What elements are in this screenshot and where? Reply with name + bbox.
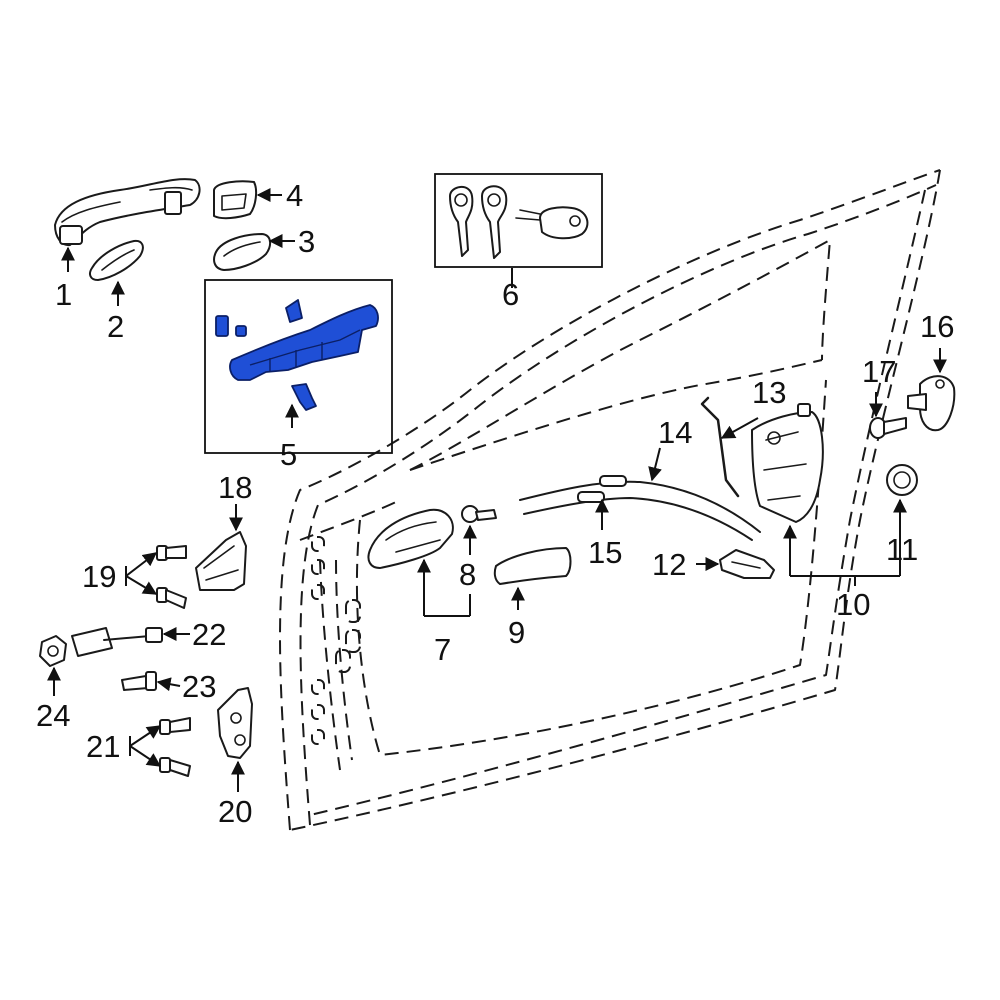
callout-10: 10 [836,587,870,622]
leader-lines [47,188,947,792]
callout-18: 18 [218,470,252,505]
callout-8: 8 [459,557,476,592]
door-outline [279,169,941,831]
callout-4: 4 [286,178,303,213]
callout-11: 11 [886,532,918,567]
callout-13: 13 [752,375,786,410]
callout-21: 21 [86,729,120,764]
part-12-bracket[interactable] [719,549,775,579]
callout-15: 15 [588,535,622,570]
callout-1: 1 [55,277,72,312]
part-21-bolts[interactable] [159,717,191,777]
part-23-bolt[interactable] [121,671,157,691]
callout-2: 2 [107,309,124,344]
callout-6: 6 [502,277,519,312]
part-13-rod[interactable] [700,396,740,498]
part-5-handle-frame-assembly[interactable] [215,299,379,411]
callout-20: 20 [218,794,252,829]
part-10-lock-assembly[interactable] [751,403,824,523]
part-6-key-cylinder-set[interactable] [449,185,589,259]
callout-22: 22 [192,617,226,652]
callout-12: 12 [652,547,686,582]
part-19-bolts[interactable] [156,545,187,609]
part-20-lower-hinge[interactable] [217,687,253,759]
part-4-key-cylinder-cap[interactable] [213,180,258,220]
callout-14: 14 [658,415,692,450]
part-3-handle-cover[interactable] [213,233,272,271]
part-2-handle-pad[interactable] [89,239,144,281]
part-15-cable[interactable] [523,491,753,541]
part-18-upper-hinge[interactable] [195,531,247,591]
part-14-cable[interactable] [519,475,761,533]
part-7-inside-handle[interactable] [367,508,454,569]
part-9-pad[interactable] [493,547,572,585]
part-16-striker[interactable] [907,375,956,432]
callout-3: 3 [298,224,315,259]
callout-7: 7 [434,632,451,667]
part-11-grommet[interactable] [886,464,918,496]
part-24-nut[interactable] [39,635,67,667]
part-22-door-check[interactable] [71,627,163,657]
callout-5: 5 [280,437,297,472]
callout-19: 19 [82,559,116,594]
part-17-screw[interactable] [869,417,907,439]
part-8-handle-pin[interactable] [461,505,497,523]
part-1-outside-handle[interactable] [54,178,201,247]
callout-17: 17 [862,354,896,389]
callout-9: 9 [508,615,525,650]
callout-labels: 1 2 3 4 5 6 7 8 9 10 11 12 13 14 15 16 1… [36,178,954,829]
part-5-frame [204,279,393,454]
callout-24: 24 [36,698,70,733]
part-6-frame [434,173,603,268]
callout-23: 23 [182,669,216,704]
callout-16: 16 [920,309,954,344]
